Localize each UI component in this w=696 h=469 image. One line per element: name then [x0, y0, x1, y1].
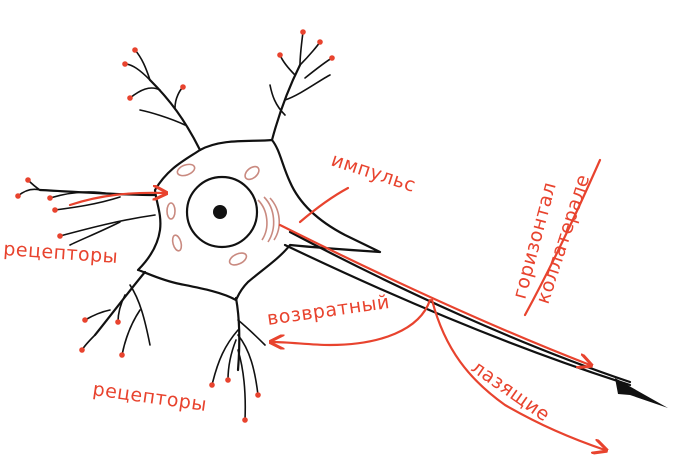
nucleolus — [213, 205, 227, 219]
horizontal-collateral-line — [523, 158, 602, 317]
mitochondria — [166, 163, 280, 266]
label-receptors-bottom: рецепторы — [91, 378, 208, 416]
label-impulse: импульс — [328, 149, 418, 197]
climbing-collateral — [430, 298, 605, 450]
dendrite-bottom-left — [81, 270, 151, 356]
cell-body — [136, 138, 382, 302]
axon-terminal — [615, 378, 668, 408]
dendrite-top-left — [124, 49, 202, 152]
receptor-tips — [15, 29, 335, 423]
dendrite-left — [17, 179, 157, 246]
impulse-axon-line — [278, 223, 590, 365]
nucleus — [185, 175, 259, 249]
impulse-pointer — [298, 186, 350, 224]
recurrent-collateral — [272, 298, 432, 345]
impulse-signal-line — [68, 193, 165, 207]
dendrite-top-right — [269, 31, 333, 142]
label-recurrent: возвратный — [266, 291, 392, 330]
label-receptors-left: рецепторы — [3, 238, 119, 268]
label-climbing: лазящие — [467, 356, 554, 426]
dendrite-bottom — [211, 296, 266, 421]
